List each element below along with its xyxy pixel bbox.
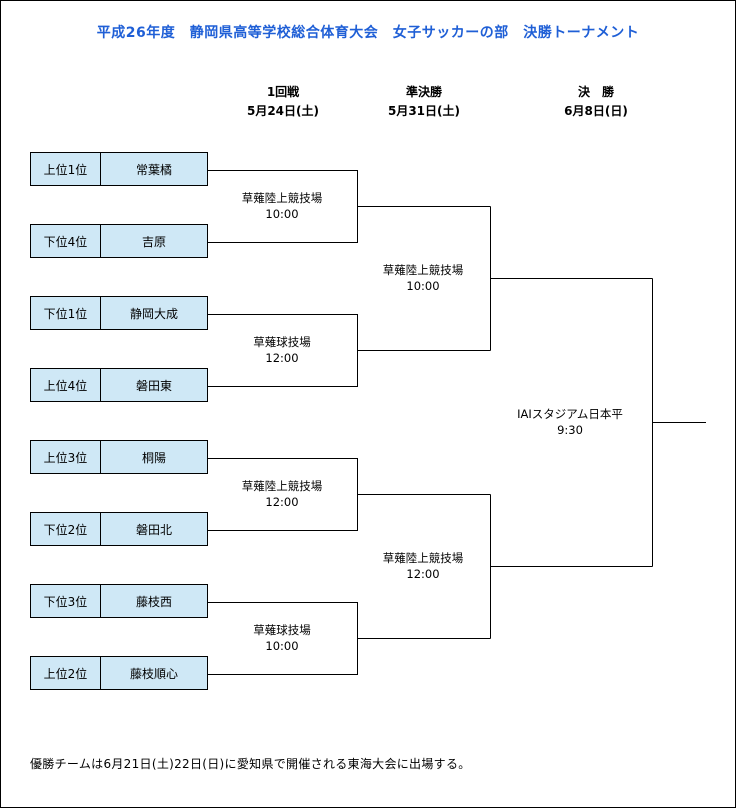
team-name: 磐田東 <box>135 378 172 393</box>
venue-place: 草薙陸上競技場 <box>241 479 323 493</box>
venue-place: IAIスタジアム日本平 <box>517 407 623 421</box>
venue-label-final: IAIスタジアム日本平 9:30 <box>495 406 645 438</box>
venue-label: 草薙陸上競技場 12:00 <box>348 550 498 582</box>
team-name: 常葉橘 <box>135 162 172 177</box>
venue-time: 12:00 <box>265 351 299 365</box>
round-name: 準決勝 <box>405 85 442 99</box>
footer-note: 優勝チームは6月21日(土)22日(日)に愛知県で開催される東海大会に出場する。 <box>30 757 471 771</box>
venue-time: 10:00 <box>265 207 299 221</box>
team-rank: 下位3位 <box>31 585 101 617</box>
round-header-first: 1回戦 5月24日(土) <box>213 83 353 121</box>
team-name: 吉原 <box>141 234 166 249</box>
team-slot: 上位3位 桐陽 <box>30 440 208 474</box>
venue-label: 草薙陸上競技場 12:00 <box>207 478 357 510</box>
venue-label: 草薙球技場 12:00 <box>207 334 357 366</box>
team-slot: 上位1位 常葉橘 <box>30 152 208 186</box>
venue-time: 12:00 <box>265 495 299 509</box>
venue-time: 9:30 <box>557 423 583 437</box>
venue-label: 草薙球技場 10:00 <box>207 622 357 654</box>
team-rank: 下位4位 <box>31 225 101 257</box>
venue-label: 草薙陸上競技場 10:00 <box>348 262 498 294</box>
team-slot: 下位3位 藤枝西 <box>30 584 208 618</box>
team-rank: 上位2位 <box>31 657 101 689</box>
team-name: 静岡大成 <box>129 306 178 321</box>
venue-label: 草薙陸上競技場 10:00 <box>207 190 357 222</box>
team-rank: 上位1位 <box>31 153 101 185</box>
round-date: 6月8日(日) <box>564 104 628 118</box>
venue-time: 10:00 <box>265 639 299 653</box>
team-slot: 上位2位 藤枝順心 <box>30 656 208 690</box>
team-name: 桐陽 <box>141 450 166 465</box>
page-title: 平成26年度 静岡県高等学校総合体育大会 女子サッカーの部 決勝トーナメント <box>96 25 640 41</box>
round-header-semifinal: 準決勝 5月31日(土) <box>354 83 494 121</box>
venue-place: 草薙球技場 <box>253 623 311 637</box>
team-rank: 下位1位 <box>31 297 101 329</box>
round-header-final: 決 勝 6月8日(日) <box>526 83 666 121</box>
venue-place: 草薙陸上競技場 <box>241 191 323 205</box>
round-name: 決 勝 <box>577 85 614 99</box>
team-name: 磐田北 <box>135 522 172 537</box>
round-name: 1回戦 <box>266 85 300 99</box>
team-slot: 下位2位 磐田北 <box>30 512 208 546</box>
team-slot: 上位4位 磐田東 <box>30 368 208 402</box>
venue-place: 草薙陸上競技場 <box>382 263 464 277</box>
team-slot: 下位1位 静岡大成 <box>30 296 208 330</box>
team-slot: 下位4位 吉原 <box>30 224 208 258</box>
team-rank: 下位2位 <box>31 513 101 545</box>
round-date: 5月24日(土) <box>246 104 320 118</box>
team-rank: 上位3位 <box>31 441 101 473</box>
team-name: 藤枝西 <box>135 594 172 609</box>
team-rank: 上位4位 <box>31 369 101 401</box>
venue-place: 草薙球技場 <box>253 335 311 349</box>
team-name: 藤枝順心 <box>129 666 178 681</box>
venue-place: 草薙陸上競技場 <box>382 551 464 565</box>
round-date: 5月31日(土) <box>387 104 461 118</box>
venue-time: 12:00 <box>406 567 440 581</box>
venue-time: 10:00 <box>406 279 440 293</box>
